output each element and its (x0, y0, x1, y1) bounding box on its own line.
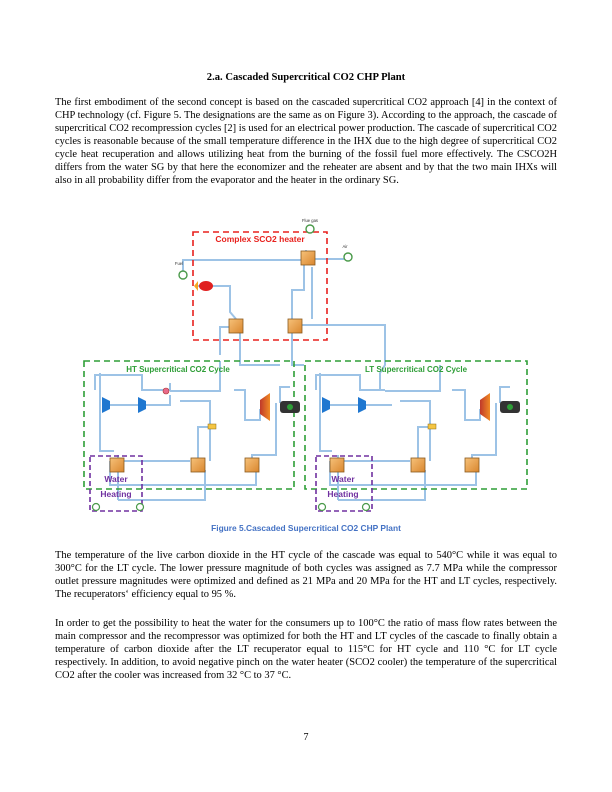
body-paragraph-1: The first embodiment of the second conce… (55, 97, 557, 186)
complex-sco2-heater-box (192, 231, 328, 341)
lt-water-heater (329, 457, 345, 473)
svg-text:Flue gas: Flue gas (302, 218, 318, 223)
water-heating-ht-label-2: Heating (100, 489, 131, 499)
fuel-inlet: Fuel (175, 261, 188, 280)
cascaded-sco2-chp-diagram: Flue gas Fuel Air Complex SCO2 heater HT… (83, 218, 528, 512)
lt-water-outlet (361, 502, 371, 512)
ht-water-outlet (135, 502, 145, 512)
air-preheater (300, 250, 316, 266)
lt-recuperator-lt (410, 457, 426, 473)
body-paragraph-2: The temperature of the live carbon dioxi… (55, 550, 557, 600)
air-inlet: Air (342, 244, 353, 262)
lt-mixer (427, 423, 437, 430)
svg-text:Fuel: Fuel (175, 261, 183, 266)
ht-turbine (260, 393, 270, 421)
ht-splitter (162, 387, 170, 395)
water-heating-lt-label-2: Heating (327, 489, 358, 499)
lt-water-inlet (317, 502, 327, 512)
water-heating-lt-box (315, 455, 373, 512)
pipes (94, 250, 510, 501)
water-heating-lt-label-1: Water (331, 474, 355, 484)
lt-main-compressor (322, 397, 330, 413)
lt-turbine (480, 393, 490, 421)
ht-recuperator-lt (190, 457, 206, 473)
svg-text:Air: Air (342, 244, 348, 249)
ht-water-inlet (91, 502, 101, 512)
lt-recuperator-ht (464, 457, 480, 473)
water-heating-ht-label-1: Water (104, 474, 128, 484)
ht-main-compressor (102, 397, 110, 413)
ht-recuperator-ht (244, 457, 260, 473)
lt-cycle-label: LT Supercritical CO2 Cycle (365, 365, 468, 374)
section-heading: 2.a. Cascaded Supercritical CO2 CHP Plan… (206, 72, 406, 83)
ht-heat-exchanger (228, 318, 244, 334)
lt-heat-exchanger (287, 318, 303, 334)
combustion-chamber (194, 281, 213, 291)
ht-mixer (207, 423, 217, 430)
ht-water-heater (109, 457, 125, 473)
water-heating-ht-box (89, 455, 143, 512)
ht-cycle-label: HT Supercritical CO2 Cycle (126, 365, 230, 374)
heater-label: Complex SCO2 heater (215, 234, 305, 244)
flue-gas-outlet: Flue gas (302, 218, 318, 234)
ht-recompressor (138, 397, 146, 413)
ht-cycle-box (83, 360, 295, 490)
figure-caption: Figure 5.Cascaded Supercritical CO2 CHP … (211, 523, 401, 533)
body-paragraph-3: In order to get the possibility to heat … (55, 618, 557, 681)
lt-cycle-box (304, 360, 528, 490)
page-number: 7 (303, 732, 309, 743)
lt-recompressor (358, 397, 366, 413)
